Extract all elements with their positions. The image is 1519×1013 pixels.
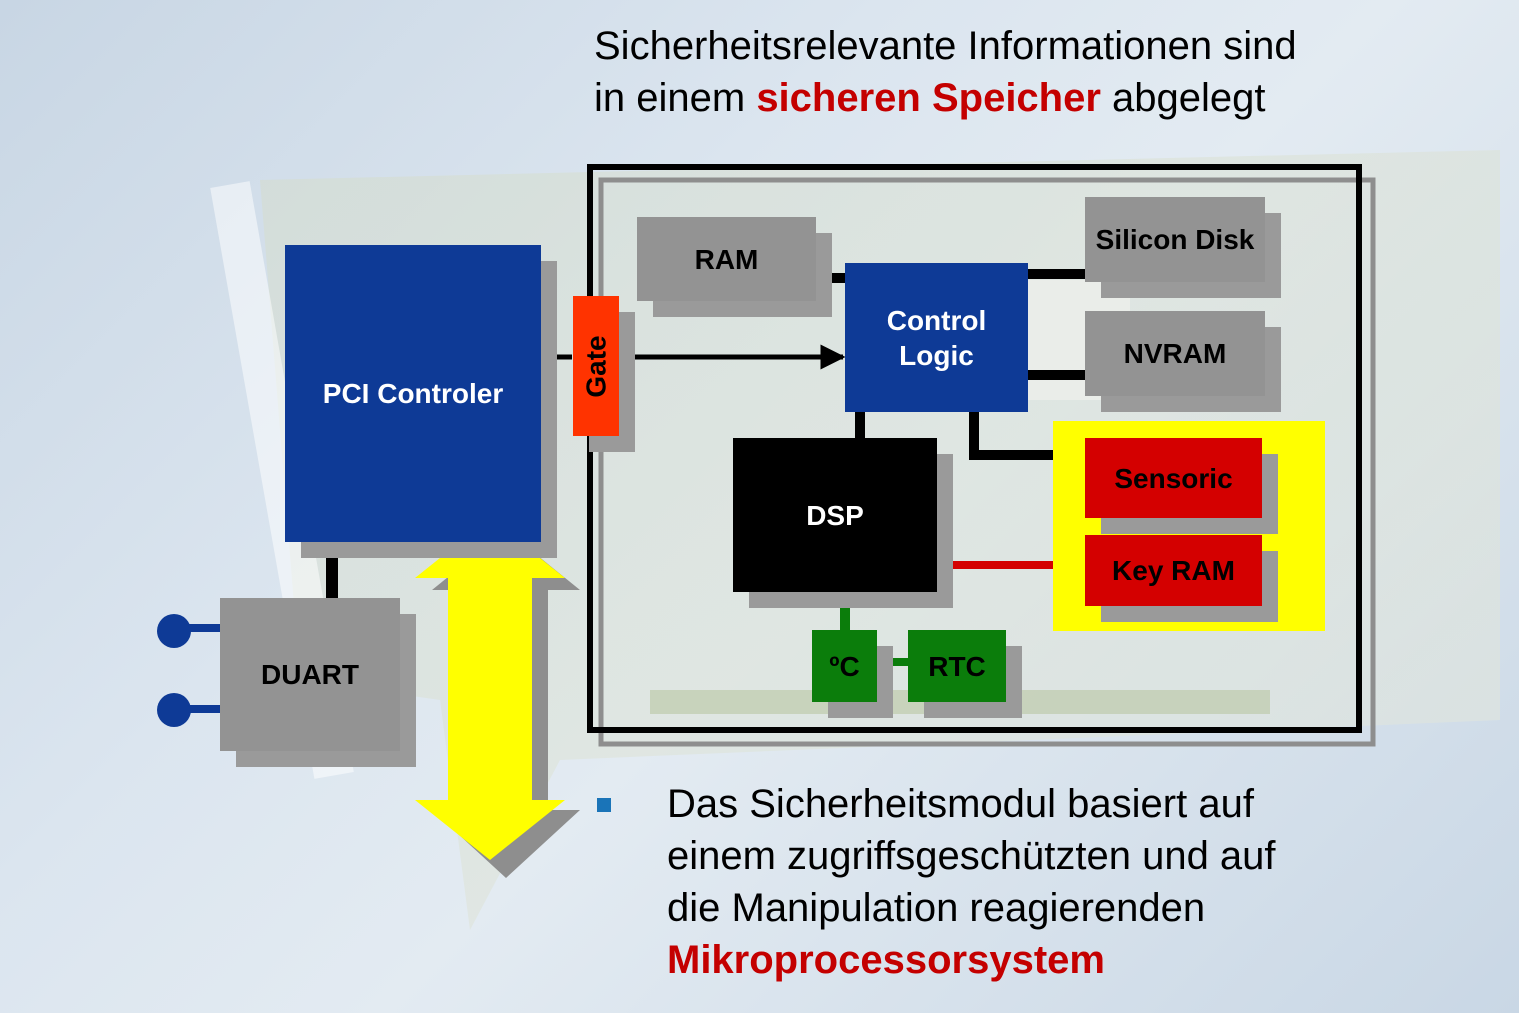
dsp-block: DSP [733, 438, 937, 592]
silicon-disk-block: Silicon Disk [1085, 197, 1265, 282]
secure-module-outline-shadow [598, 177, 1376, 747]
bus-arrow [415, 518, 565, 860]
heading-line-2-prefix: in einem [594, 76, 757, 120]
key-ram-label: Key RAM [1112, 555, 1235, 586]
bullet-line-1: Das Sicherheitsmodul basiert auf [667, 782, 1254, 826]
sensoric-label: Sensoric [1114, 462, 1233, 494]
pci-controller-label: PCI Controler [322, 378, 504, 409]
ram-block: RAM [637, 217, 816, 301]
bullet-marker [597, 798, 611, 812]
temperature-sensor-block: ºC [812, 630, 877, 702]
bullet-highlight: Mikroprocessorsystem [667, 938, 1105, 982]
temperature-sensor-label: ºC [829, 650, 860, 682]
heading-line-2: in einem sicheren Speicher abgelegt [594, 72, 1494, 124]
key-ram-block: Key RAM [1085, 535, 1262, 606]
secure-module-outline [587, 164, 1362, 733]
bullet-line-3: die Manipulation reagierenden [667, 886, 1206, 930]
gate-block: Gate [573, 296, 619, 436]
ram-label: RAM [694, 243, 759, 275]
duart-label: DUART [261, 659, 359, 690]
duart-block: DUART [220, 598, 400, 751]
rtc-block: RTC [908, 630, 1006, 702]
heading-line-2-suffix: abgelegt [1100, 76, 1266, 120]
rtc-label: RTC [928, 650, 986, 682]
gate-label: Gate [580, 334, 612, 398]
nvram-block: NVRAM [1085, 311, 1265, 396]
nvram-label: NVRAM [1123, 338, 1227, 369]
sensoric-block: Sensoric [1085, 438, 1262, 518]
duart-connector-1 [157, 614, 191, 648]
silicon-disk-label: Silicon Disk [1095, 224, 1255, 255]
bullet-text: Das Sicherheitsmodul basiert auf einem z… [667, 778, 1487, 986]
heading-highlight: sicheren Speicher [756, 76, 1101, 120]
line-control-sensoric [969, 408, 1088, 460]
heading: Sicherheitsrelevante Informationen sind … [594, 20, 1494, 124]
pci-controller-block: PCI Controler [285, 245, 541, 542]
control-logic-label-2: Logic [899, 339, 974, 371]
heading-line-1: Sicherheitsrelevante Informationen sind [594, 24, 1297, 68]
control-logic-label-1: Control [886, 304, 987, 336]
bullet-line-2: einem zugriffsgeschützten und auf [667, 834, 1276, 878]
duart-connector-2 [157, 693, 191, 727]
control-logic-block: Control Logic [845, 263, 1028, 412]
dsp-label: DSP [806, 499, 864, 531]
